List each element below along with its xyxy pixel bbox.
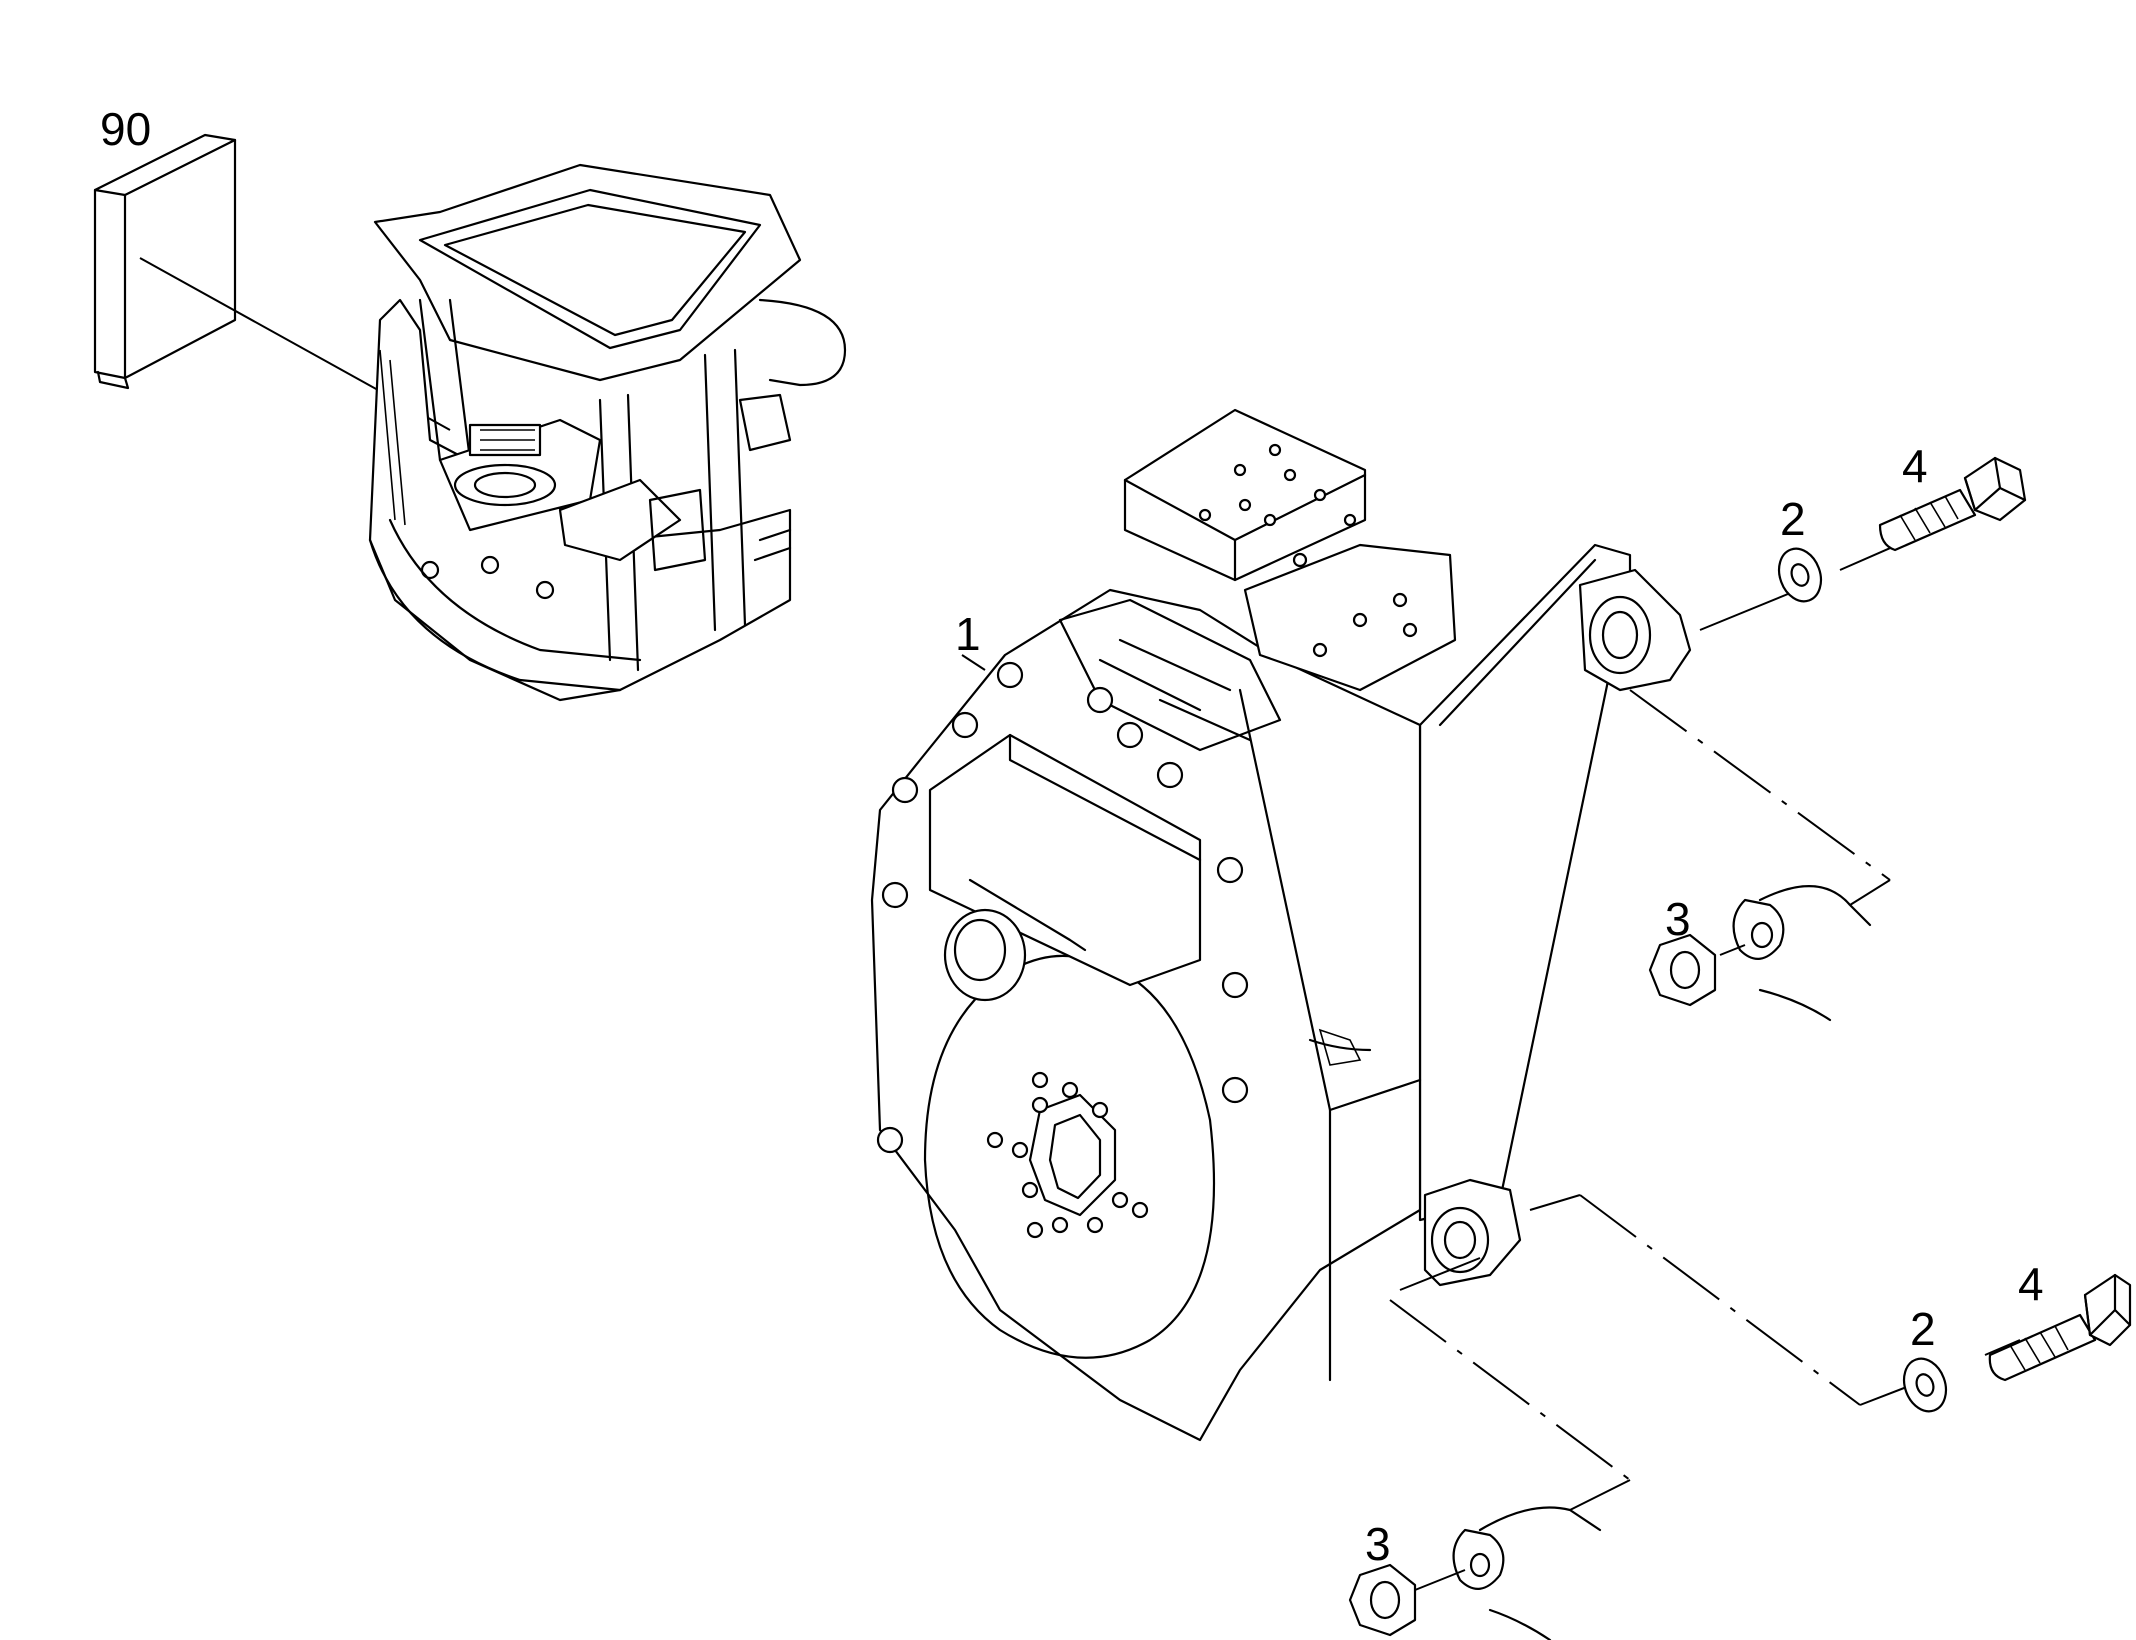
nut-upper-icon [1648, 933, 1717, 1007]
callout-3-lower: 3 [1365, 1518, 1391, 1570]
callout-2-lower: 2 [1910, 1303, 1936, 1355]
operator-cab-icon [368, 163, 847, 702]
washer-upper-icon [1777, 547, 1823, 603]
leader-line-1 [961, 654, 986, 671]
washer-lower-icon [1902, 1357, 1948, 1413]
bolt-lower-icon [1988, 1273, 2132, 1382]
lower-bracket-arm [1478, 1506, 1602, 1532]
callout-2-upper: 2 [1780, 493, 1806, 545]
centerline-lower-right [1579, 1194, 1861, 1406]
callout-90: 90 [100, 103, 151, 155]
centerline-upper [1629, 689, 1891, 881]
leader-lower-boss [1399, 1257, 1481, 1291]
callout-1: 1 [955, 608, 981, 660]
gearbox-icon [870, 408, 1692, 1442]
bolt-upper-icon [1878, 456, 2027, 552]
document-box-icon [93, 133, 237, 390]
callout-4-lower: 4 [2018, 1258, 2044, 1310]
callout-4-upper: 4 [1902, 440, 1928, 492]
callout-3-upper: 3 [1665, 893, 1691, 945]
centerline-lower-left [1389, 1299, 1631, 1481]
leader-upper-bracket [1849, 879, 1891, 906]
nut-lower-icon [1348, 1563, 1417, 1637]
upper-bracket-arm [1758, 885, 1872, 927]
